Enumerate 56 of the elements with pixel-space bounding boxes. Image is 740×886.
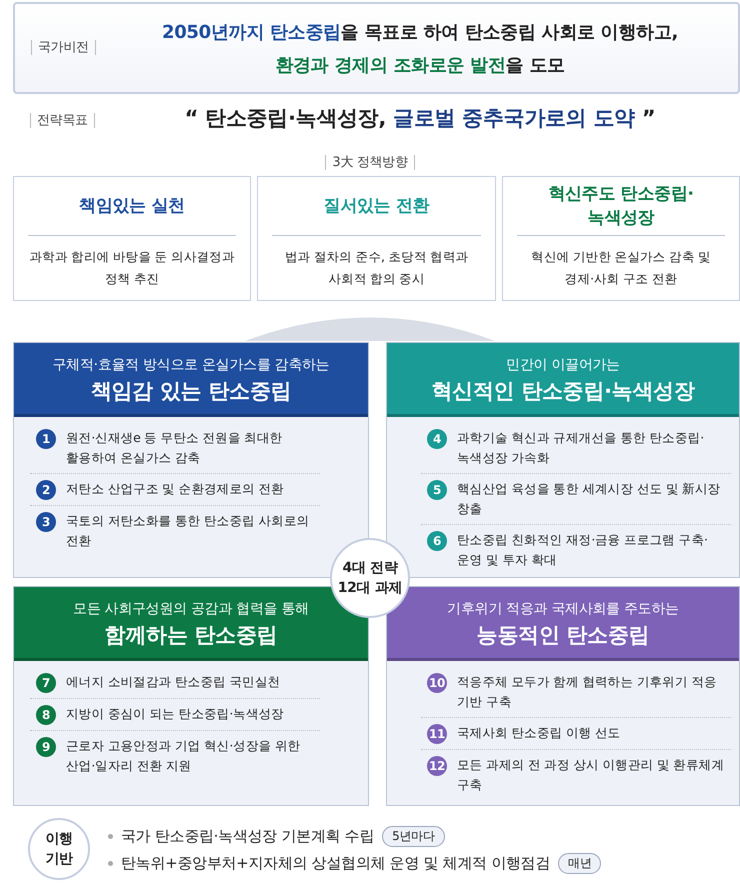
item-text: 근로자 고용안정과 기업 혁신·성장을 위한 산업·일자리 전환 지원 [66,737,302,775]
number-badge: 4 [427,429,447,449]
card-description: 혁신에 기반한 온실가스 감축 및 경제·사회 구조 전환 [530,248,712,288]
panel-subtitle: 구체적·효율적 방식으로 온실가스를 감축하는 [52,356,330,375]
panel-subtitle: 민간이 이끌어가는 [505,356,621,375]
card-description: 법과 절차의 준수, 초당적 협력과 사회적 합의 중시 [284,248,470,288]
number-badge: 5 [427,480,447,500]
vision-statement: 2050년까지 탄소중립을 목표로 하여 탄소중립 사회로 이행하고, 환경과 경제의 조화로운 발전을 도모 [160,21,680,78]
section-label: 국가비전 [31,40,96,55]
policy-card [13,176,251,301]
panel-title: 혁신적인 탄소중립·녹색성장 [430,378,696,405]
item-text: 지방이 중심이 되는 탄소중립·녹색성장 [66,705,284,723]
goal-statement: “ 탄소중립·녹색성장, 글로벌 중추국가로의 도약 ” [184,105,656,132]
tag-badge: 5년마다 [382,826,445,847]
card-heading: 질서있는 전환 [324,195,430,218]
item-text: 과학기술 혁신과 규제개선을 통한 탄소중립·녹색성장 가속화 [457,429,705,467]
number-badge: 1 [36,429,56,449]
policy-card [257,176,496,301]
number-badge: 8 [36,705,56,725]
panel-title: 함께하는 탄소중립 [104,622,278,649]
circle-text: 4대 전략 [342,559,398,578]
circle-text: 12대 과제 [338,579,402,598]
circle-text: 이행 기반 [44,830,74,869]
bullet-text: 탄녹위+중앙부처+지자체의 상설협의체 운영 및 체계적 이행점검 [121,854,550,873]
bullet-text: 국가 탄소중립·녹색성장 기본계획 수립 [121,827,374,846]
item-text: 저탄소 산업구조 및 순환경제로의 전환 [66,480,284,498]
vision-box [13,2,740,94]
tag-badge: 매년 [558,853,602,874]
section-label: 3大 정책방향 [325,155,415,170]
number-badge: 11 [427,724,447,744]
card-description: 과학과 합리에 바탕을 둔 의사결정과 정책 추진 [28,248,236,288]
item-text: 탄소중립 친화적인 재정·금융 프로그램 구축·운영 및 투자 확대 [457,531,709,569]
number-badge: 2 [36,480,56,500]
number-badge: 3 [36,512,56,532]
section-label: 전략목표 [30,113,95,128]
number-badge: 10 [427,673,447,693]
strategy-panel [13,342,369,578]
panel-subtitle: 기후위기 적응과 국제사회를 주도하는 [446,600,680,619]
policy-card [502,176,740,301]
fan-shape [245,318,495,341]
item-text: 국제사회 탄소중립 이행 선도 [457,724,620,742]
item-text: 적응주체 모두가 함께 협력하는 기후위기 적응 기반 구축 [457,673,718,711]
panel-title: 책임감 있는 탄소중립 [90,378,292,405]
panel-subtitle: 모든 사회구성원의 공감과 협력을 통해 [72,600,310,619]
item-text: 국토의 저탄소화를 통한 탄소중립 사회로의 전환 [66,512,310,550]
item-text: 핵심산업 육성을 통한 세계시장 선도 및 新시장 창출 [457,480,722,518]
card-heading: 책임있는 실천 [79,195,185,218]
panel-title: 능동적인 탄소중립 [476,622,650,649]
number-badge: 9 [36,737,56,757]
card-heading: 혁신주도 탄소중립·녹색성장 [547,183,695,230]
number-badge: 7 [36,673,56,693]
item-text: 에너지 소비절감과 탄소중립 국민실천 [66,673,280,691]
number-badge: 6 [427,531,447,551]
item-text: 모든 과제의 전 과정 상시 이행관리 및 환류체계 구축 [457,756,726,794]
item-text: 원전·신재생e 등 무탄소 전원을 최대한 활용하여 온실가스 감축 [66,429,284,467]
number-badge: 12 [427,756,447,776]
